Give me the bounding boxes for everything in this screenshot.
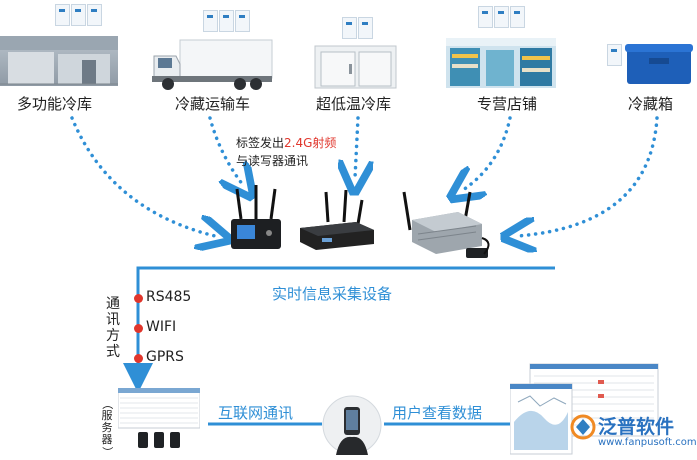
- method-bullet: [134, 324, 143, 333]
- comm-label-char: 通: [106, 296, 120, 312]
- brand-logo: 泛普软件 www.fanpusoft.com: [568, 410, 697, 456]
- rfid-reader-industrial: [398, 190, 504, 268]
- comm-label-char: 式: [106, 344, 120, 360]
- arrow-from-cooler-box: [518, 116, 659, 236]
- server-label-char: 服: [101, 409, 113, 422]
- location-label: 多功能冷库: [17, 95, 93, 113]
- frequency-highlight: 2.4G射频: [284, 136, 337, 150]
- brand-name: 泛普软件: [598, 416, 675, 438]
- arrow-from-freezer: [355, 116, 358, 178]
- rfid-tags-group-2: [203, 10, 253, 34]
- comm-label: 通 讯 方 式: [105, 296, 121, 360]
- refrigerated-truck-photo: [150, 38, 275, 90]
- antenna-note-line2: 与读写器通讯: [236, 154, 309, 168]
- rfid-tags-group-5: [607, 44, 623, 68]
- retail-store-photo: [446, 38, 556, 88]
- ultra-low-temp-storage-photo: [313, 42, 398, 90]
- user-phone-image: [322, 395, 382, 455]
- antenna-note: 标签发出2.4G射频 与读写器通讯: [236, 134, 336, 170]
- location-label: 超低温冷库: [316, 95, 392, 113]
- rfid-reader-box: [296, 189, 376, 255]
- method-bullet: [134, 354, 143, 363]
- user-data-screenshots: [509, 362, 660, 456]
- rfid-tags-group-1: [55, 4, 105, 28]
- location-label: 专营店铺: [477, 95, 538, 113]
- internet-label: 互联网通讯: [218, 404, 294, 422]
- cooler-box-photo: [623, 40, 695, 88]
- devices-caption: 实时信息采集设备: [272, 285, 393, 303]
- rfid-reader-display: [225, 185, 287, 255]
- comm-method: WIFI: [146, 319, 177, 335]
- multi-function-cold-storage-photo: [0, 36, 118, 86]
- server-label-char: （: [101, 398, 114, 410]
- server-label-char: 务: [101, 421, 113, 434]
- location-label: 冷藏箱: [628, 95, 674, 113]
- location-label: 冷藏运输车: [175, 95, 251, 113]
- brand-logo-icon: [570, 414, 596, 440]
- user-label: 用户查看数据: [392, 404, 483, 422]
- rfid-tags-group-4: [478, 6, 528, 30]
- server-screenshot: [117, 387, 201, 454]
- comm-method: GPRS: [146, 349, 184, 365]
- comm-method: RS485: [146, 289, 192, 305]
- brand-url: www.fanpusoft.com: [598, 437, 697, 448]
- method-bullet: [134, 294, 143, 303]
- arrow-from-cold-storage: [70, 116, 215, 236]
- antenna-note-prefix: 标签发出: [236, 136, 285, 150]
- arrow-from-store: [463, 116, 512, 190]
- comm-label-char: 方: [106, 328, 120, 344]
- comm-label-char: 讯: [106, 312, 120, 328]
- server-label: （ 服 务 器 ）: [100, 398, 114, 458]
- server-label-char: ）: [101, 446, 114, 458]
- rfid-tags-group-3: [342, 17, 382, 41]
- server-label-char: 器: [101, 433, 113, 446]
